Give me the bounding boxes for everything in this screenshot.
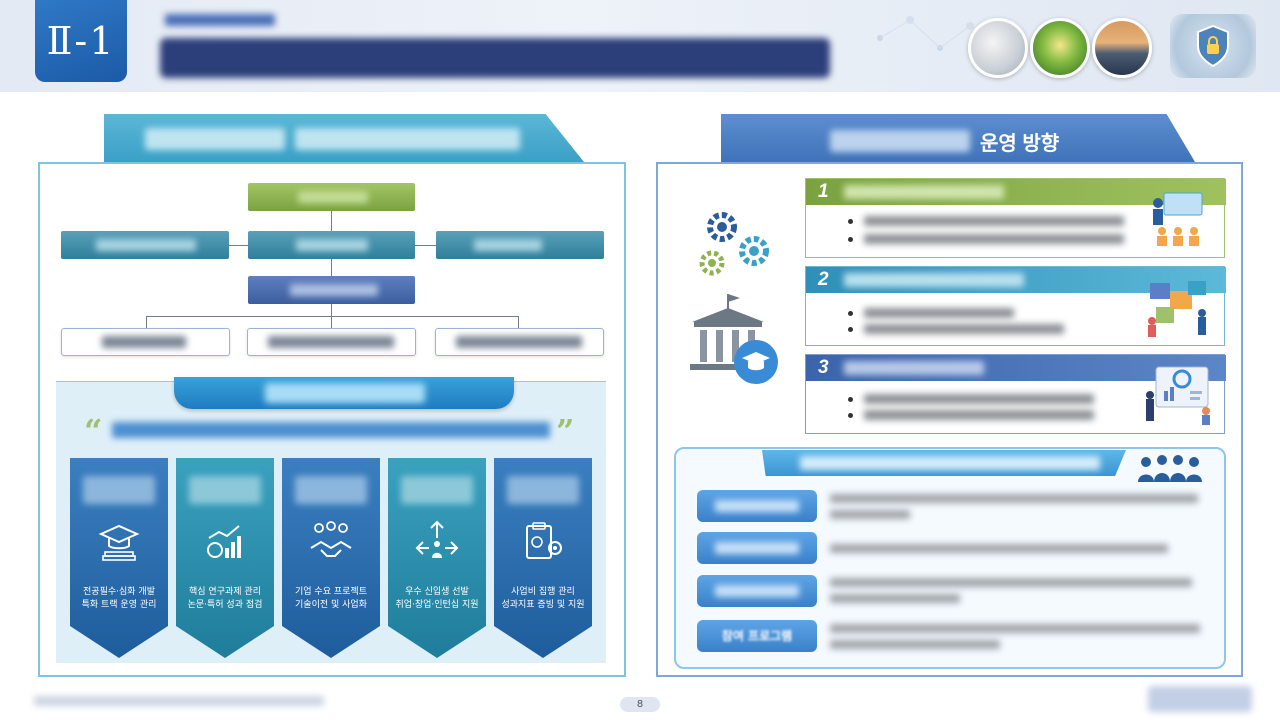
org-connector <box>331 304 332 316</box>
research-chart-icon <box>207 525 241 558</box>
clipboard-gear-icon <box>526 522 562 559</box>
org-text-blurred <box>268 336 394 348</box>
direction-number-1: 1 <box>818 181 829 202</box>
gears-icon <box>699 212 769 276</box>
bullet <box>848 237 853 242</box>
left-tab-title-blurred-1 <box>145 128 285 150</box>
role-card-label-2: 핵심 연구과제 관리 논문·특허 성과 점검 <box>187 587 263 610</box>
support-text-blurred <box>830 544 1168 553</box>
org-connector <box>415 245 436 246</box>
support-text-blurred <box>830 640 1000 649</box>
direction-box-1: 1 <box>805 178 1226 258</box>
role-section-title-blurred <box>265 383 425 403</box>
org-text-blurred <box>290 284 378 296</box>
support-section-title-blurred <box>800 456 1100 470</box>
role-slogan-blurred <box>112 422 550 438</box>
support-text-blurred <box>830 494 1198 503</box>
support-label-3 <box>697 575 817 607</box>
close-quote-icon: ” <box>556 412 575 450</box>
org-connector <box>331 211 332 231</box>
support-text-blurred <box>830 510 910 519</box>
role-card-title-blurred <box>189 476 261 504</box>
role-card-label-5: 사업비 집행 관리 성과지표 증빙 및 지원 <box>501 587 585 610</box>
direction-title-blurred <box>844 185 1004 199</box>
org-connector <box>331 259 332 276</box>
arrows-person-icon <box>415 520 459 558</box>
org-text-blurred <box>456 336 582 348</box>
role-card-label-1: 전공필수·심화 개발 특화 트랙 운영 관리 <box>81 587 157 610</box>
org-text-blurred <box>296 239 368 251</box>
direction-text-blurred <box>864 324 1064 334</box>
support-label-1 <box>697 490 817 522</box>
direction-box-3: 3 <box>805 354 1226 434</box>
org-text-blurred <box>96 239 196 251</box>
support-label-text-blurred <box>715 500 799 512</box>
header-subtitle-blurred <box>165 14 275 26</box>
handshake-icon <box>310 521 352 557</box>
support-label-4: 참여 프로그램 <box>697 620 817 652</box>
right-tab-title-blurred <box>830 130 970 152</box>
header-photo-city <box>1092 18 1152 78</box>
direction-text-blurred <box>864 308 1014 318</box>
direction-box-2: 2 <box>805 266 1226 346</box>
header-security-graphic <box>1170 14 1256 78</box>
bullet <box>848 397 853 402</box>
role-card-label-3: 기업 수요 프로젝트 기술이전 및 사업화 <box>295 587 367 610</box>
direction-text-blurred <box>864 394 1094 404</box>
page-number: 8 <box>620 697 660 712</box>
support-text-blurred <box>830 594 960 603</box>
graduation-cap-icon <box>98 524 140 561</box>
support-label-text-blurred <box>715 542 799 554</box>
section-badge: Ⅱ-1 <box>35 0 127 82</box>
direction-title-blurred <box>844 361 984 375</box>
presentation-illustration-icon <box>1153 192 1203 246</box>
org-text-blurred <box>474 239 542 251</box>
direction-text-blurred <box>864 410 1094 420</box>
direction-text-blurred <box>864 234 1124 244</box>
support-text-blurred <box>830 578 1192 587</box>
org-connector <box>146 316 518 317</box>
support-label-2 <box>697 532 817 564</box>
direction-text-blurred <box>864 216 1124 226</box>
role-card-title-blurred <box>401 476 473 504</box>
bullet <box>848 413 853 418</box>
org-connector <box>146 316 147 328</box>
shield-lock-icon <box>1197 24 1229 68</box>
footer-note-blurred <box>34 696 324 706</box>
bullet <box>848 219 853 224</box>
open-quote-icon: “ <box>84 412 103 450</box>
direction-number-3: 3 <box>818 357 829 378</box>
role-card-title-blurred <box>83 476 155 504</box>
header-photo-lab <box>968 18 1028 78</box>
footer-logo-blurred <box>1148 686 1252 712</box>
team-people-icon <box>1138 455 1202 482</box>
support-text-blurred <box>830 624 1200 633</box>
org-connector <box>518 316 519 328</box>
role-card-title-blurred <box>507 476 579 504</box>
teamwork-puzzle-illustration-icon <box>1148 281 1206 337</box>
network-decoration-icon <box>877 16 974 51</box>
bullet <box>848 311 853 316</box>
bullet <box>848 327 853 332</box>
org-box-top-text-blurred <box>298 191 368 203</box>
org-connector <box>331 316 332 328</box>
role-card-title-blurred <box>295 476 367 504</box>
support-label-4-text: 참여 프로그램 <box>721 629 793 643</box>
university-building-icon <box>690 294 778 384</box>
header-photo-plant <box>1030 18 1090 78</box>
right-panel-title: 운영 방향 <box>980 133 1060 155</box>
org-text-blurred <box>102 336 186 348</box>
org-connector <box>229 245 248 246</box>
support-label-text-blurred <box>715 585 799 597</box>
left-tab-title-blurred-2 <box>295 128 520 150</box>
direction-title-blurred <box>844 273 1024 287</box>
direction-number-2: 2 <box>818 269 829 290</box>
role-card-label-4: 우수 신입생 선발 취업·창업·인턴십 지원 <box>395 587 479 610</box>
dashboard-analytics-illustration-icon <box>1146 366 1210 425</box>
header-title-blurred <box>160 38 830 78</box>
